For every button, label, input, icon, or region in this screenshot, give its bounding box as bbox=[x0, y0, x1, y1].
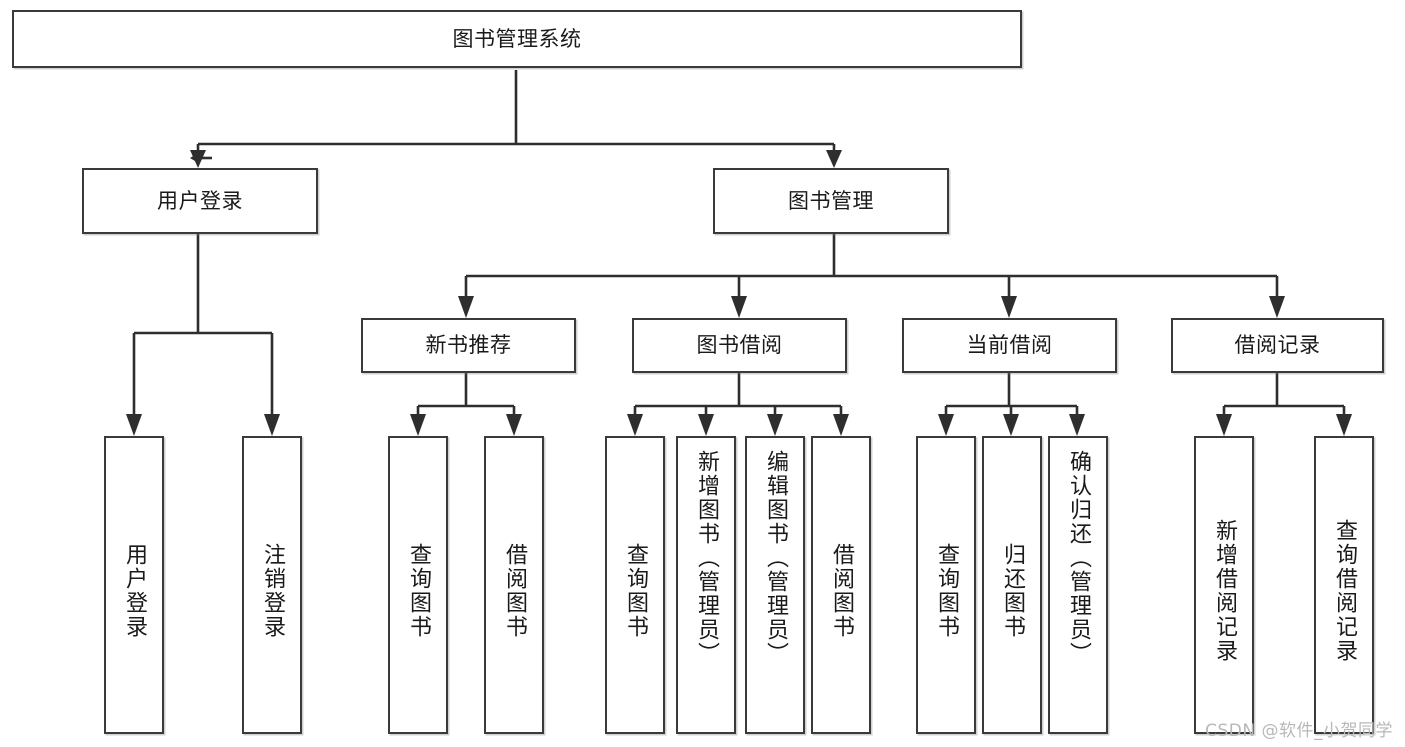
node-borrow-record[interactable]: 借阅记录 bbox=[1171, 318, 1384, 373]
leaf-user-login[interactable]: 用户登录 bbox=[104, 436, 164, 734]
connector-borrowrecord-to-leaves bbox=[1216, 373, 1352, 436]
node-book-management-label: 图书管理 bbox=[788, 188, 874, 213]
leaf-return-book-label: 归还图书 bbox=[999, 543, 1025, 639]
leaf-confirm-return-label: 确认归还（管理员） bbox=[1065, 450, 1091, 666]
node-root-system-label: 图书管理系统 bbox=[452, 26, 582, 51]
leaf-query-book-2-label: 查询图书 bbox=[622, 543, 648, 639]
leaf-confirm-return[interactable]: 确认归还（管理员） bbox=[1048, 436, 1108, 734]
leaf-logout[interactable]: 注销登录 bbox=[242, 436, 302, 734]
leaf-query-record[interactable]: 查询借阅记录 bbox=[1314, 436, 1374, 734]
leaf-user-login-label: 用户登录 bbox=[121, 543, 147, 639]
node-user-login[interactable]: 用户登录 bbox=[82, 168, 318, 234]
connector-userlogin-to-leaves bbox=[126, 234, 280, 436]
leaf-query-book-1-label: 查询图书 bbox=[405, 543, 431, 639]
connector-newbook-to-leaves bbox=[410, 373, 522, 436]
node-root-system[interactable]: 图书管理系统 bbox=[12, 10, 1022, 68]
connector-currentborrow-to-leaves bbox=[938, 373, 1085, 436]
leaf-borrow-book-1-label: 借阅图书 bbox=[501, 543, 527, 639]
node-user-login-label: 用户登录 bbox=[157, 188, 243, 213]
leaf-return-book[interactable]: 归还图书 bbox=[982, 436, 1042, 734]
node-book-borrow[interactable]: 图书借阅 bbox=[632, 318, 847, 373]
leaf-query-book-2[interactable]: 查询图书 bbox=[605, 436, 665, 734]
leaf-borrow-book-2[interactable]: 借阅图书 bbox=[811, 436, 871, 734]
node-book-management[interactable]: 图书管理 bbox=[713, 168, 949, 234]
leaf-borrow-book-1[interactable]: 借阅图书 bbox=[484, 436, 544, 734]
node-new-book-recommend-label: 新书推荐 bbox=[425, 333, 512, 358]
node-current-borrow[interactable]: 当前借阅 bbox=[902, 318, 1117, 373]
leaf-add-record-label: 新增借阅记录 bbox=[1211, 519, 1237, 663]
leaf-query-book-1[interactable]: 查询图书 bbox=[388, 436, 448, 734]
node-borrow-record-label: 借阅记录 bbox=[1234, 333, 1321, 358]
leaf-edit-book[interactable]: 编辑图书（管理员） bbox=[745, 436, 805, 734]
leaf-add-book[interactable]: 新增图书（管理员） bbox=[676, 436, 736, 734]
leaf-query-book-3-label: 查询图书 bbox=[933, 543, 959, 639]
leaf-add-record[interactable]: 新增借阅记录 bbox=[1194, 436, 1254, 734]
connector-bookborrow-to-leaves bbox=[627, 373, 849, 436]
node-current-borrow-label: 当前借阅 bbox=[966, 333, 1053, 358]
leaf-add-book-label: 新增图书（管理员） bbox=[693, 450, 719, 666]
leaf-query-record-label: 查询借阅记录 bbox=[1331, 519, 1357, 663]
leaf-query-book-3[interactable]: 查询图书 bbox=[916, 436, 976, 734]
node-book-borrow-label: 图书借阅 bbox=[696, 333, 783, 358]
connector-root-to-level1 bbox=[190, 70, 834, 164]
node-new-book-recommend[interactable]: 新书推荐 bbox=[361, 318, 576, 373]
leaf-borrow-book-2-label: 借阅图书 bbox=[828, 543, 854, 639]
leaf-logout-label: 注销登录 bbox=[259, 543, 285, 639]
connector-arrows-level1 bbox=[190, 144, 842, 168]
leaf-edit-book-label: 编辑图书（管理员） bbox=[762, 450, 788, 666]
connector-bookmgmt-to-level2 bbox=[458, 234, 1285, 318]
watermark-text: CSDN @软件_小贺同学 bbox=[1205, 721, 1393, 741]
